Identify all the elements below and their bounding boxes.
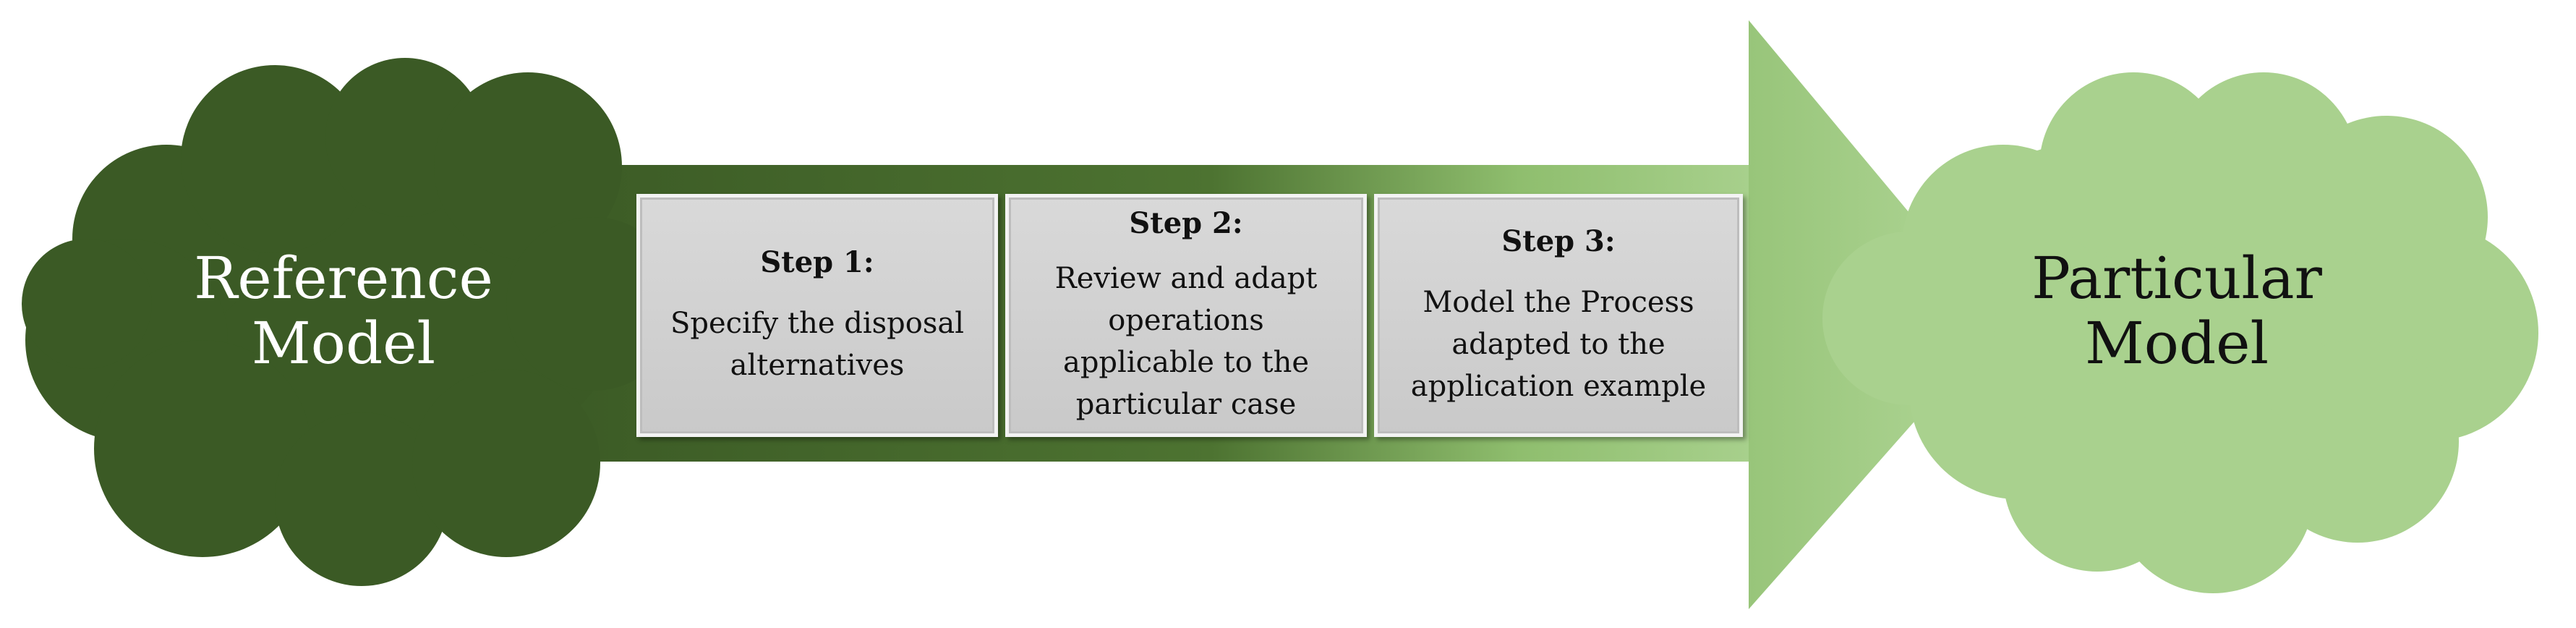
particular-model-label: Particular Model (1859, 246, 2495, 375)
step-3-title: Step 3: (1501, 224, 1616, 258)
reference-model-line2: Model (251, 309, 436, 377)
reference-model-line1: Reference (194, 245, 493, 312)
particular-model-cloud (1822, 72, 2538, 593)
step-2-box: Step 2: Review and adapt operations appl… (1005, 194, 1367, 437)
step-3-box: Step 3: Model the Process adapted to the… (1374, 194, 1743, 437)
step-2-line: Review and adapt (1054, 261, 1318, 295)
step-2-title: Step 2: (1129, 205, 1243, 240)
step-2-description: Review and adapt operations applicable t… (1055, 258, 1318, 425)
step-1-line: Specify the disposal (670, 306, 964, 340)
step-2-line: operations (1108, 303, 1264, 337)
step-1-title: Step 1: (760, 245, 874, 279)
reference-model-label: Reference Model (43, 246, 644, 375)
step-3-line: application example (1410, 369, 1707, 403)
step-3-description: Model the Process adapted to the applica… (1411, 281, 1706, 407)
step-2-line: particular case (1075, 387, 1297, 421)
step-1-line: alternatives (730, 348, 905, 382)
particular-model-line2: Model (2084, 309, 2269, 377)
particular-model-line1: Particular (2031, 245, 2322, 312)
step-3-line: adapted to the (1451, 327, 1666, 361)
step-1-box: Step 1: Specify the disposal alternative… (636, 194, 998, 437)
step-2-line: applicable to the (1062, 345, 1310, 379)
step-3-line: Model the Process (1423, 285, 1694, 319)
step-1-description: Specify the disposal alternatives (670, 302, 964, 386)
